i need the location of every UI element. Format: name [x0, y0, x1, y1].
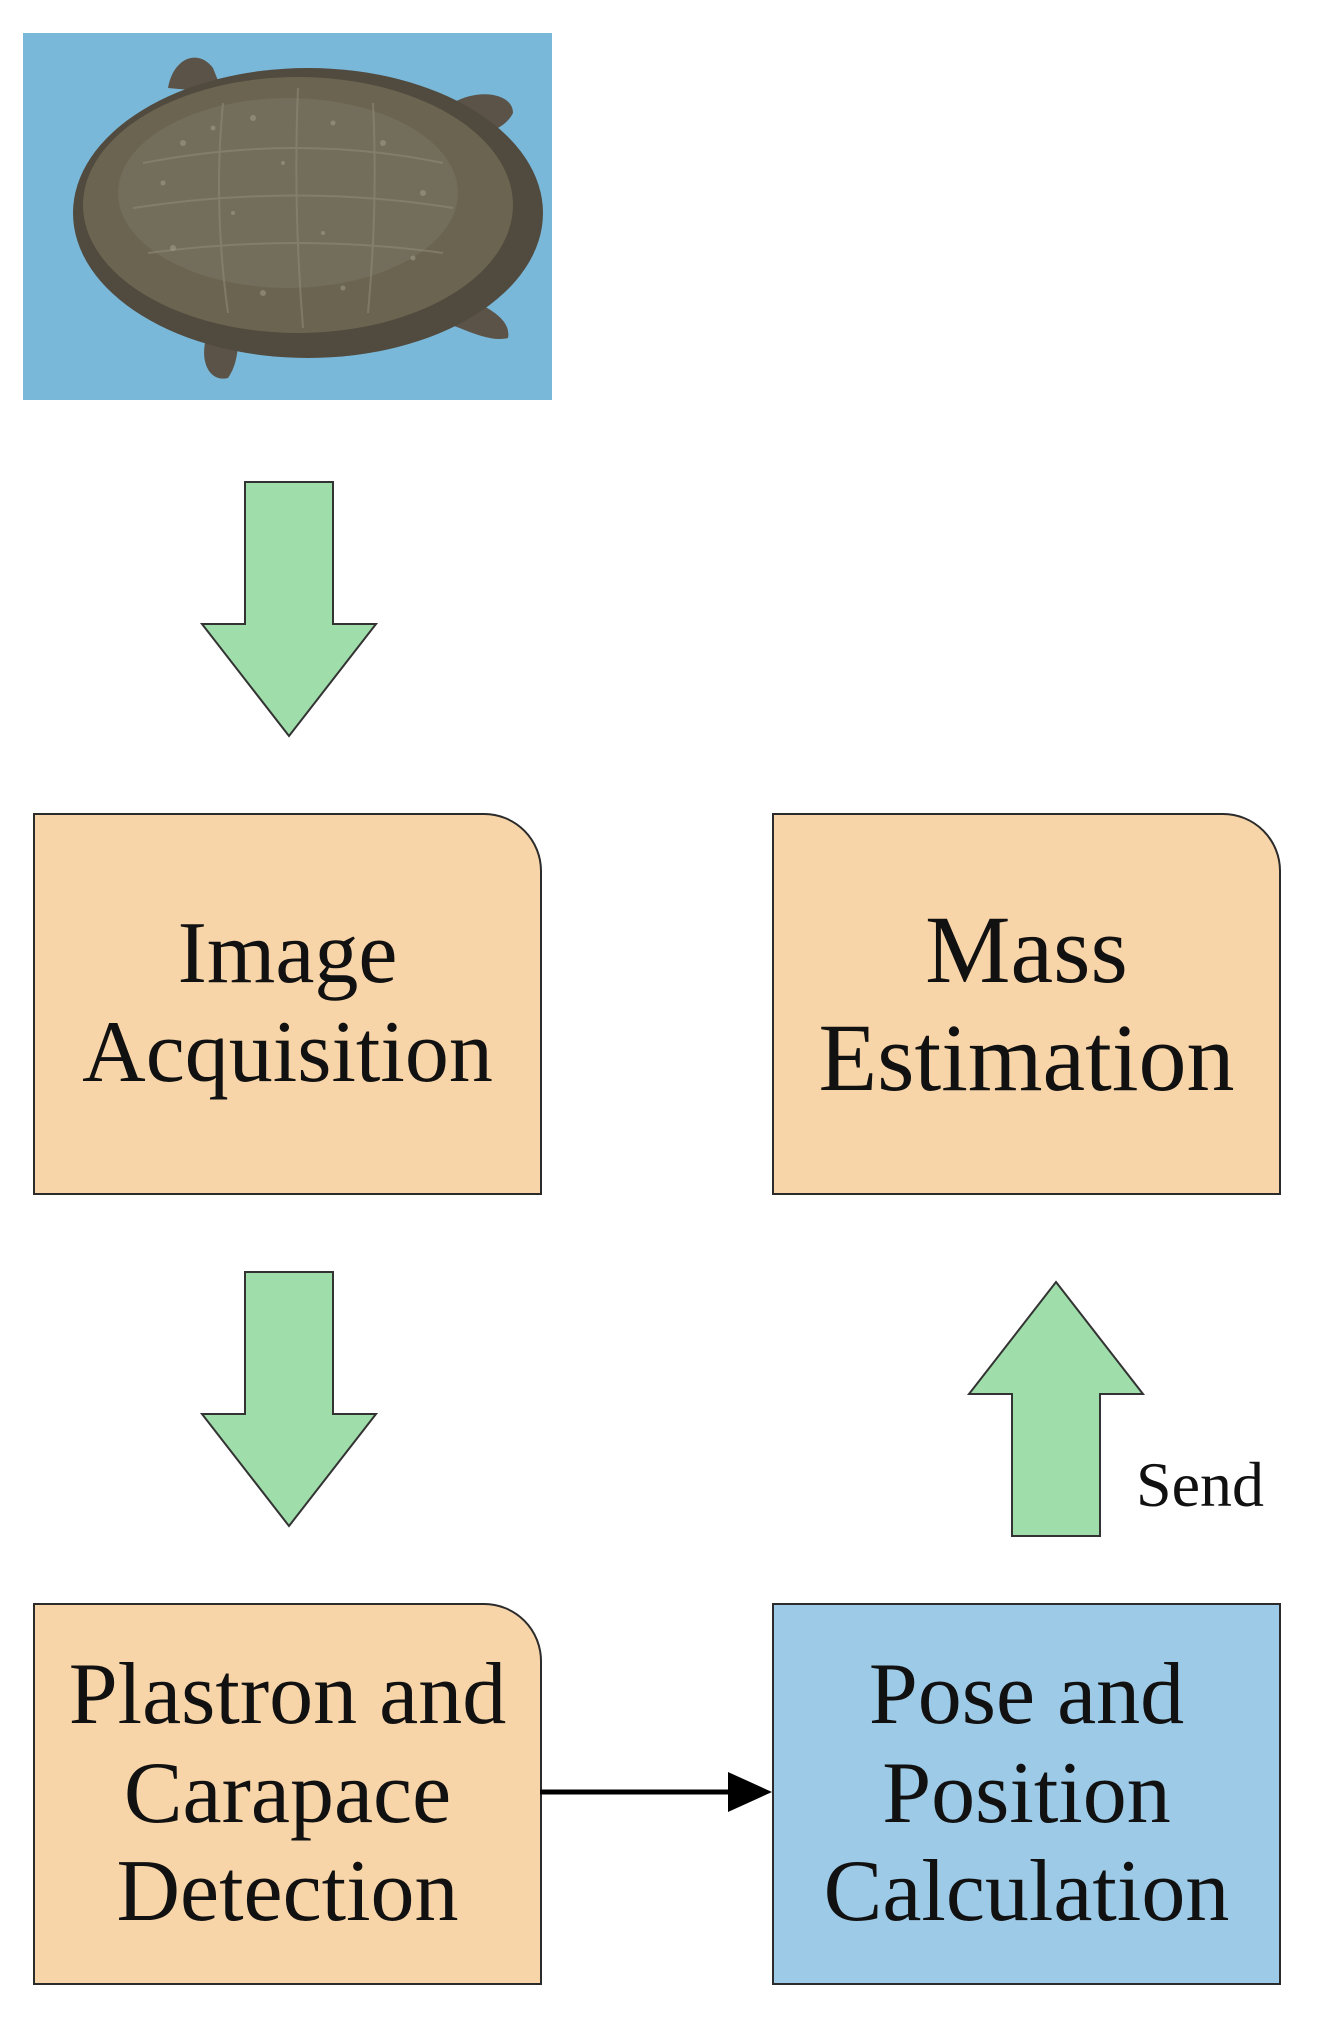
pose-position-calculation-box: Pose and Position Calculation — [772, 1603, 1281, 1985]
image-acquisition-line2: Acquisition — [82, 1004, 493, 1101]
plastron-detection-line1: Plastron and — [68, 1646, 507, 1744]
mass-estimation-box: Mass Estimation — [772, 813, 1281, 1195]
plastron-detection-line3: Detection — [116, 1843, 459, 1941]
plastron-carapace-detection-box: Plastron and Carapace Detection — [33, 1603, 542, 1985]
image-acquisition-box: Image Acquisition — [33, 813, 542, 1195]
mass-estimation-line1: Mass — [925, 896, 1128, 1004]
down-arrow-icon — [199, 480, 379, 738]
send-label: Send — [1136, 1449, 1264, 1520]
right-arrow-connector — [540, 1762, 774, 1822]
plastron-detection-line2: Carapace — [123, 1744, 452, 1842]
mass-estimation-line2: Estimation — [818, 1004, 1235, 1111]
down-arrow-icon — [199, 1270, 379, 1528]
pose-calculation-line2: Position — [882, 1744, 1171, 1842]
turtle-photo — [23, 33, 552, 400]
up-arrow-icon — [966, 1280, 1146, 1538]
image-acquisition-line1: Image — [177, 905, 398, 1003]
pose-calculation-line3: Calculation — [823, 1843, 1230, 1941]
pose-calculation-line1: Pose and — [868, 1646, 1185, 1744]
